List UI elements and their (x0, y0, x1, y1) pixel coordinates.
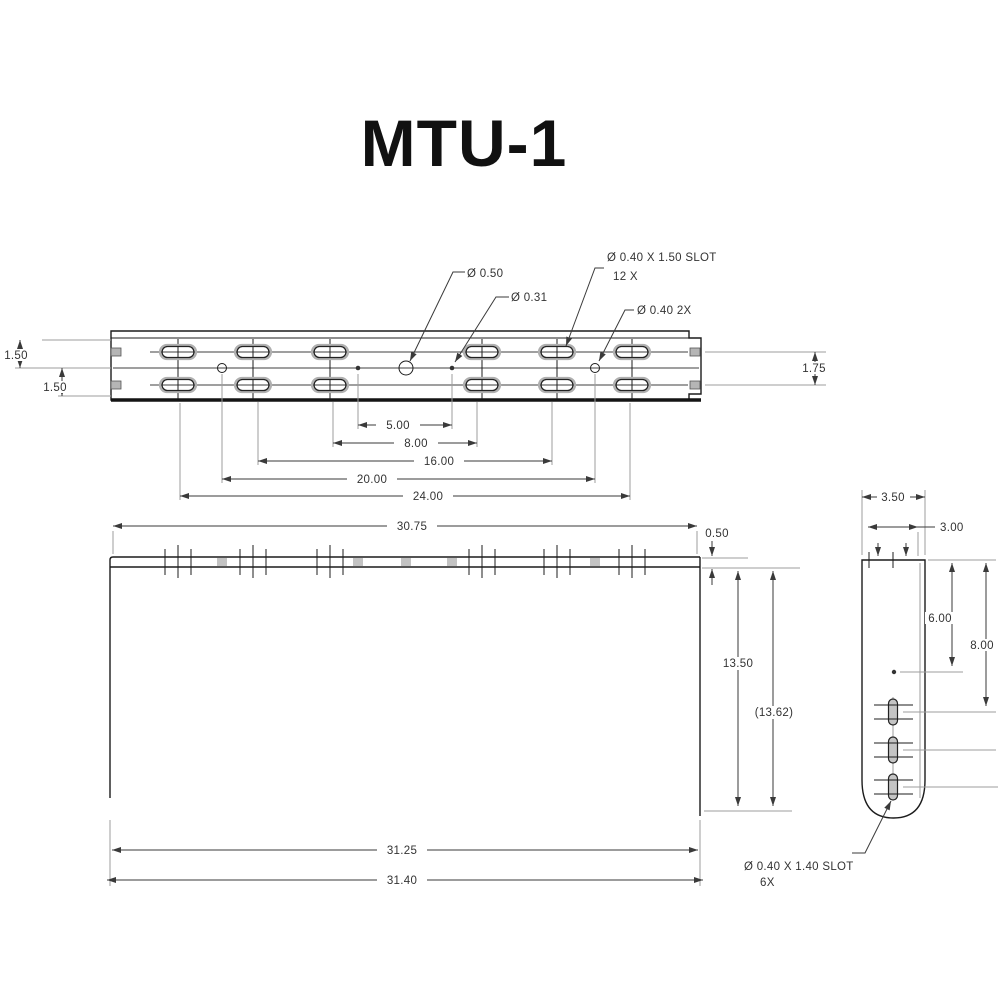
front-view-bottom-dims: 31.25 31.40 (107, 820, 703, 887)
dim-end-height: 1.75 (802, 363, 826, 375)
side-view-slots (874, 697, 998, 801)
leader-slot-12x (565, 267, 604, 347)
dim-flange: 0.50 (705, 528, 729, 540)
top-view-slots (158, 343, 652, 394)
leader-slot-6x (852, 800, 892, 854)
leader-hole-040-2x (598, 309, 634, 362)
top-view: Ø 0.50 Ø 0.31 Ø 0.40 X 1.50 SLOT 12 X Ø … (1, 252, 831, 503)
callout-slot-6x-line2: 6X (760, 877, 775, 889)
top-view-right-dim: 1.75 (705, 351, 831, 386)
hole-040-left (217, 363, 227, 373)
hole-031-left (355, 365, 361, 371)
top-view-holes (217, 360, 600, 376)
front-view-height-dims: 13.50 (13.62) (704, 571, 800, 812)
dim-side-width: 3.50 (881, 492, 905, 504)
side-view-slot-offset-dim: 3.00 (868, 522, 964, 556)
dim-span-24: 24.00 (413, 491, 443, 503)
leader-hole-050 (409, 271, 465, 362)
callout-hole-040-2x: Ø 0.40 2X (637, 305, 692, 317)
side-view: 3.50 3.00 6.00 8.00 (744, 490, 998, 889)
dim-span-8: 8.00 (404, 438, 428, 450)
top-view-bottom-dims: 5.00 8.00 16.00 20.00 24.00 (179, 374, 631, 503)
callout-hole-050: Ø 0.50 (467, 268, 503, 280)
dim-span-5: 5.00 (386, 420, 410, 432)
dim-width-bottom: 31.25 (387, 845, 417, 857)
front-view-flange-dim: 0.50 (702, 528, 800, 585)
side-view-slot-callout: Ø 0.40 X 1.40 SLOT 6X (744, 800, 892, 889)
top-view-callouts: Ø 0.50 Ø 0.31 Ø 0.40 X 1.50 SLOT 12 X Ø … (409, 252, 717, 363)
dim-row-bottom: 1.50 (43, 382, 67, 394)
side-view-hole (891, 669, 897, 675)
dim-height: 13.50 (723, 658, 753, 670)
top-view-tabs (110, 347, 701, 390)
callout-hole-031: Ø 0.31 (511, 292, 547, 304)
dim-slot-depth: 8.00 (970, 640, 994, 652)
front-view: 30.75 0.50 13.50 (13.62) 31.25 (107, 520, 800, 887)
top-view-left-dims: 1.50 1.50 (1, 339, 111, 397)
front-view-width-top-dim: 30.75 (112, 520, 698, 554)
hole-050 (398, 360, 414, 376)
dim-height-ref: (13.62) (755, 707, 794, 719)
dim-span-16: 16.00 (424, 456, 454, 468)
dim-width-overall: 31.40 (387, 875, 417, 887)
side-view-width-dim: 3.50 (861, 490, 926, 555)
callout-slot-12x-line2: 12 X (613, 271, 638, 283)
side-view-depth-dims: 6.00 8.00 (891, 559, 998, 706)
dim-row-top: 1.50 (4, 350, 28, 362)
front-view-slot-ticks (164, 545, 646, 578)
dim-width-top: 30.75 (397, 521, 427, 533)
dim-slot-offset: 3.00 (940, 522, 964, 534)
drawing-title: MTU-1 (361, 106, 568, 180)
leader-hole-031 (454, 296, 509, 363)
callout-slot-12x-line1: Ø 0.40 X 1.50 SLOT (607, 252, 717, 264)
hole-040-right (590, 363, 600, 373)
dim-span-20: 20.00 (357, 474, 387, 486)
hole-031-right (449, 365, 455, 371)
top-view-outline (110, 330, 702, 401)
dim-hole-depth: 6.00 (928, 613, 952, 625)
callout-slot-6x-line1: Ø 0.40 X 1.40 SLOT (744, 861, 854, 873)
